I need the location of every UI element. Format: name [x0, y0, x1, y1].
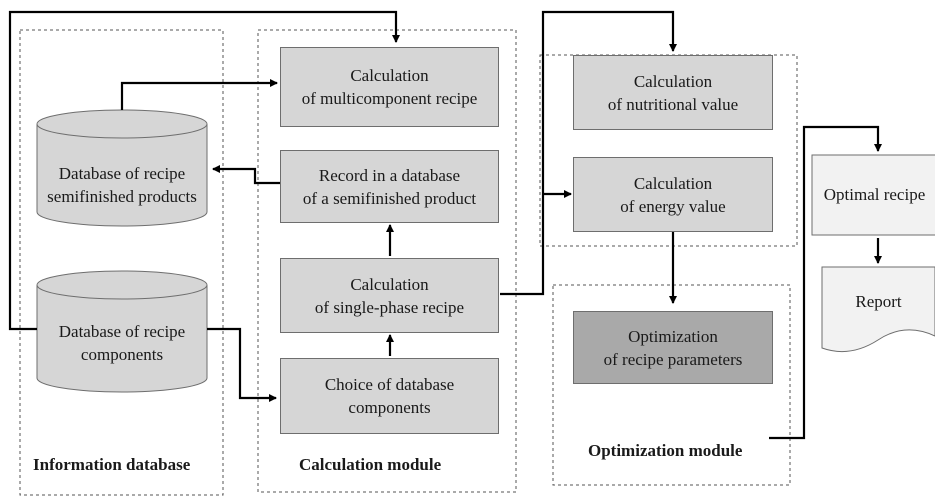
database-semifinished-line1: Database of recipe [58, 164, 186, 183]
choice-line1: Choice of database [324, 375, 455, 394]
database-semifinished-label: Database of recipe semifinished products [37, 162, 207, 208]
information-database-label: Information database [33, 455, 191, 474]
energy-value-box: Calculation of energy value [573, 157, 773, 232]
components-to-choice [207, 327, 277, 402]
database-components-label: Database of recipe components [37, 320, 207, 366]
report-document-shape [821, 266, 935, 353]
single-phase-line2: of single-phase recipe [314, 297, 465, 317]
optimization-line2: of recipe parameters [603, 349, 743, 369]
choice-components-box: Choice of database components [280, 358, 499, 434]
database-semifinished-line2: semifinished products [47, 187, 197, 206]
record-line1: Record in a database [318, 165, 461, 185]
record-database-box: Record in a database of a semifinished p… [280, 150, 499, 223]
optimization-line1: Optimization [628, 326, 718, 346]
record-line2: of a semifinished product [302, 188, 477, 208]
optimal-recipe-label: Optimal recipe [823, 185, 926, 204]
nutritional-value-box: Calculation of nutritional value [573, 55, 773, 130]
information-database-frame [19, 29, 224, 496]
single-phase-recipe-box: Calculation of single-phase recipe [280, 258, 499, 333]
energy-line2: of energy value [620, 196, 726, 216]
database-components-line2: components [80, 345, 164, 364]
single-phase-to-calc-branch [500, 10, 677, 296]
optimization-module-label: Optimization module [588, 441, 743, 460]
database-components-cylinder [36, 270, 208, 393]
loop-components-to-multicomponent [8, 10, 400, 331]
multicomponent-line1: Calculation [350, 66, 429, 85]
single-phase-line1: Calculation [350, 274, 429, 294]
multicomponent-line2: of multicomponent recipe [301, 89, 478, 108]
calculation-module-label: Calculation module [299, 455, 442, 474]
database-semifinished-cylinder [36, 109, 208, 227]
optimization-to-report-branch [769, 125, 882, 440]
calculation-module-frame [257, 29, 517, 493]
energy-line1: Calculation [633, 173, 713, 193]
optimal-recipe-shape [811, 154, 935, 236]
choice-line2: components [348, 398, 431, 417]
record-to-semifinished [212, 165, 280, 185]
report-label: Report [855, 292, 902, 311]
semifinished-to-multicomponent [120, 79, 278, 110]
database-components-line1: Database of recipe [58, 322, 186, 341]
optimization-module-frame [552, 284, 791, 486]
multicomponent-recipe-box: Calculation of multicomponent recipe [280, 47, 499, 127]
nutritional-line1: Calculation [633, 71, 713, 91]
nutrition-energy-frame [539, 54, 798, 247]
nutritional-line2: of nutritional value [607, 94, 739, 114]
optimization-parameters-box: Optimization of recipe parameters [573, 311, 773, 384]
